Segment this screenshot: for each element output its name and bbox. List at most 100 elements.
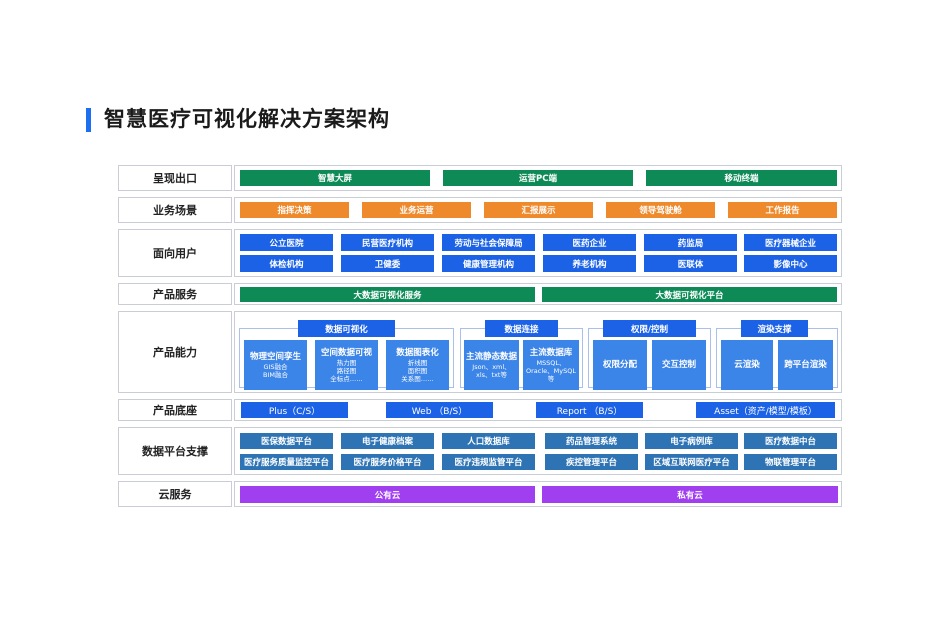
row-dataplatform: 数据平台支撑 医保数据平台 电子健康档案 人口数据库 药品管理系统 电子病例库 …	[118, 427, 842, 475]
row-label: 呈现出口	[118, 165, 232, 191]
cell-main: 跨平台渲染	[784, 359, 827, 370]
cell-sub: 全标点……	[330, 374, 363, 383]
capability-group-connection: 数据连接 主流静态数据 Json、xml、 xls、txt等 主流数据库 MSS…	[460, 316, 583, 390]
capability-group-visualization: 数据可视化 物理空间孪生 GIS融合 BIM融合 空间数据可视 热力图 路径图 …	[239, 316, 454, 390]
cell-sub: BIM融合	[263, 370, 288, 379]
user-item: 医联体	[644, 255, 737, 272]
platform-item: 物联管理平台	[744, 454, 837, 470]
service-item: 大数据可视化平台	[542, 287, 837, 302]
row-label: 产品底座	[118, 399, 232, 421]
row-label: 面向用户	[118, 229, 232, 277]
title-accent-bar	[86, 108, 91, 132]
row-label: 云服务	[118, 481, 232, 507]
row-body: 大数据可视化服务 大数据可视化平台	[234, 283, 842, 305]
scenario-item: 指挥决策	[240, 202, 349, 218]
row-body: 公有云 私有云	[234, 481, 842, 507]
user-item: 公立医院	[240, 234, 333, 251]
platform-item: 疾控管理平台	[545, 454, 638, 470]
base-item: Report （B/S）	[536, 402, 643, 418]
platform-item: 医保数据平台	[240, 433, 333, 449]
row-body: 数据可视化 物理空间孪生 GIS融合 BIM融合 空间数据可视 热力图 路径图 …	[234, 311, 842, 393]
capability-cell: 跨平台渲染	[778, 340, 833, 390]
cell-sub: Json、xml、	[472, 362, 511, 371]
row-scenario: 业务场景 指挥决策 业务运营 汇报展示 领导驾驶舱 工作报告	[118, 197, 842, 223]
row-label: 产品服务	[118, 283, 232, 305]
user-item: 卫健委	[341, 255, 434, 272]
service-item: 大数据可视化服务	[240, 287, 535, 302]
capability-cell: 物理空间孪生 GIS融合 BIM融合	[244, 340, 307, 390]
cell-sub: Oracle、MySQL	[526, 366, 576, 375]
group-head: 权限/控制	[603, 320, 696, 337]
group-head: 数据可视化	[298, 320, 395, 337]
row-label: 业务场景	[118, 197, 232, 223]
base-item: Web （B/S）	[386, 402, 493, 418]
row-capability: 产品能力 数据可视化 物理空间孪生 GIS融合 BIM融合 空间数据可视 热力图…	[118, 311, 842, 393]
scenario-item: 汇报展示	[484, 202, 593, 218]
user-item: 药监局	[644, 234, 737, 251]
scenario-item: 领导驾驶舱	[606, 202, 715, 218]
cloud-item: 私有云	[542, 486, 838, 503]
base-item: Plus（C/S）	[241, 402, 348, 418]
row-users: 面向用户 公立医院 民营医疗机构 劳动与社会保障局 医药企业 药监局 医疗器械企…	[118, 229, 842, 277]
platform-item: 医疗违规监管平台	[442, 454, 535, 470]
cell-main: 主流数据库	[529, 347, 573, 358]
presentation-item: 智慧大屏	[240, 170, 430, 186]
platform-item: 电子病例库	[645, 433, 738, 449]
user-item: 医药企业	[543, 234, 636, 251]
row-body: 指挥决策 业务运营 汇报展示 领导驾驶舱 工作报告	[234, 197, 842, 223]
cell-sub: 热力图	[336, 358, 357, 367]
cell-sub: 路径图	[336, 366, 357, 375]
platform-item: 药品管理系统	[545, 433, 638, 449]
row-presentation: 呈现出口 智慧大屏 运营PC端 移动终端	[118, 165, 842, 191]
cell-sub: xls、txt等	[476, 370, 507, 379]
user-item: 体检机构	[240, 255, 333, 272]
platform-item: 电子健康档案	[341, 433, 434, 449]
row-body: 公立医院 民营医疗机构 劳动与社会保障局 医药企业 药监局 医疗器械企业 体检机…	[234, 229, 842, 277]
platform-item: 医疗服务价格平台	[341, 454, 434, 470]
presentation-item: 运营PC端	[443, 170, 633, 186]
group-head: 数据连接	[485, 320, 558, 337]
base-item: Asset（资产/模型/模板）	[696, 402, 835, 418]
row-body: Plus（C/S） Web （B/S） Report （B/S） Asset（资…	[234, 399, 842, 421]
row-base: 产品底座 Plus（C/S） Web （B/S） Report （B/S） As…	[118, 399, 842, 421]
user-item: 健康管理机构	[442, 255, 535, 272]
cell-main: 物理空间孪生	[249, 351, 301, 362]
user-item: 劳动与社会保障局	[442, 234, 535, 251]
cell-sub: MSSQL、	[536, 358, 566, 367]
capability-cell: 权限分配	[593, 340, 647, 390]
row-service: 产品服务 大数据可视化服务 大数据可视化平台	[118, 283, 842, 305]
row-cloud: 云服务 公有云 私有云	[118, 481, 842, 507]
capability-cell: 空间数据可视 热力图 路径图 全标点……	[315, 340, 378, 390]
row-body: 医保数据平台 电子健康档案 人口数据库 药品管理系统 电子病例库 医疗数据中台 …	[234, 427, 842, 475]
scenario-item: 工作报告	[728, 202, 837, 218]
group-head: 渲染支撑	[741, 320, 808, 337]
scenario-item: 业务运营	[362, 202, 471, 218]
capability-group-render: 渲染支撑 云渲染 跨平台渲染	[716, 316, 838, 390]
row-label: 产品能力	[118, 311, 232, 393]
user-item: 养老机构	[543, 255, 636, 272]
capability-cell: 云渲染	[721, 340, 773, 390]
user-item: 医疗器械企业	[744, 234, 837, 251]
user-item: 影像中心	[744, 255, 837, 272]
page-title: 智慧医疗可视化解决方案架构	[104, 107, 390, 131]
cell-main: 数据图表化	[396, 347, 439, 358]
cell-main: 主流静态数据	[465, 351, 517, 362]
cloud-item: 公有云	[240, 486, 535, 503]
row-body: 智慧大屏 运营PC端 移动终端	[234, 165, 842, 191]
cell-sub: 折线图	[407, 358, 428, 367]
platform-item: 区域互联网医疗平台	[645, 454, 738, 470]
cell-sub: 关系图……	[401, 374, 434, 383]
platform-item: 医疗服务质量监控平台	[240, 454, 333, 470]
capability-group-permission: 权限/控制 权限分配 交互控制	[588, 316, 711, 390]
capability-cell: 主流静态数据 Json、xml、 xls、txt等	[464, 340, 519, 390]
platform-item: 医疗数据中台	[744, 433, 837, 449]
cell-main: 权限分配	[602, 359, 637, 370]
capability-cell: 交互控制	[652, 340, 706, 390]
capability-cell: 主流数据库 MSSQL、 Oracle、MySQL 等	[523, 340, 579, 390]
user-item: 民营医疗机构	[341, 234, 434, 251]
cell-sub: GIS融合	[263, 362, 288, 371]
cell-sub: 等	[547, 374, 555, 383]
presentation-item: 移动终端	[646, 170, 837, 186]
cell-main: 云渲染	[734, 359, 760, 370]
capability-cell: 数据图表化 折线图 面积图 关系图……	[386, 340, 449, 390]
